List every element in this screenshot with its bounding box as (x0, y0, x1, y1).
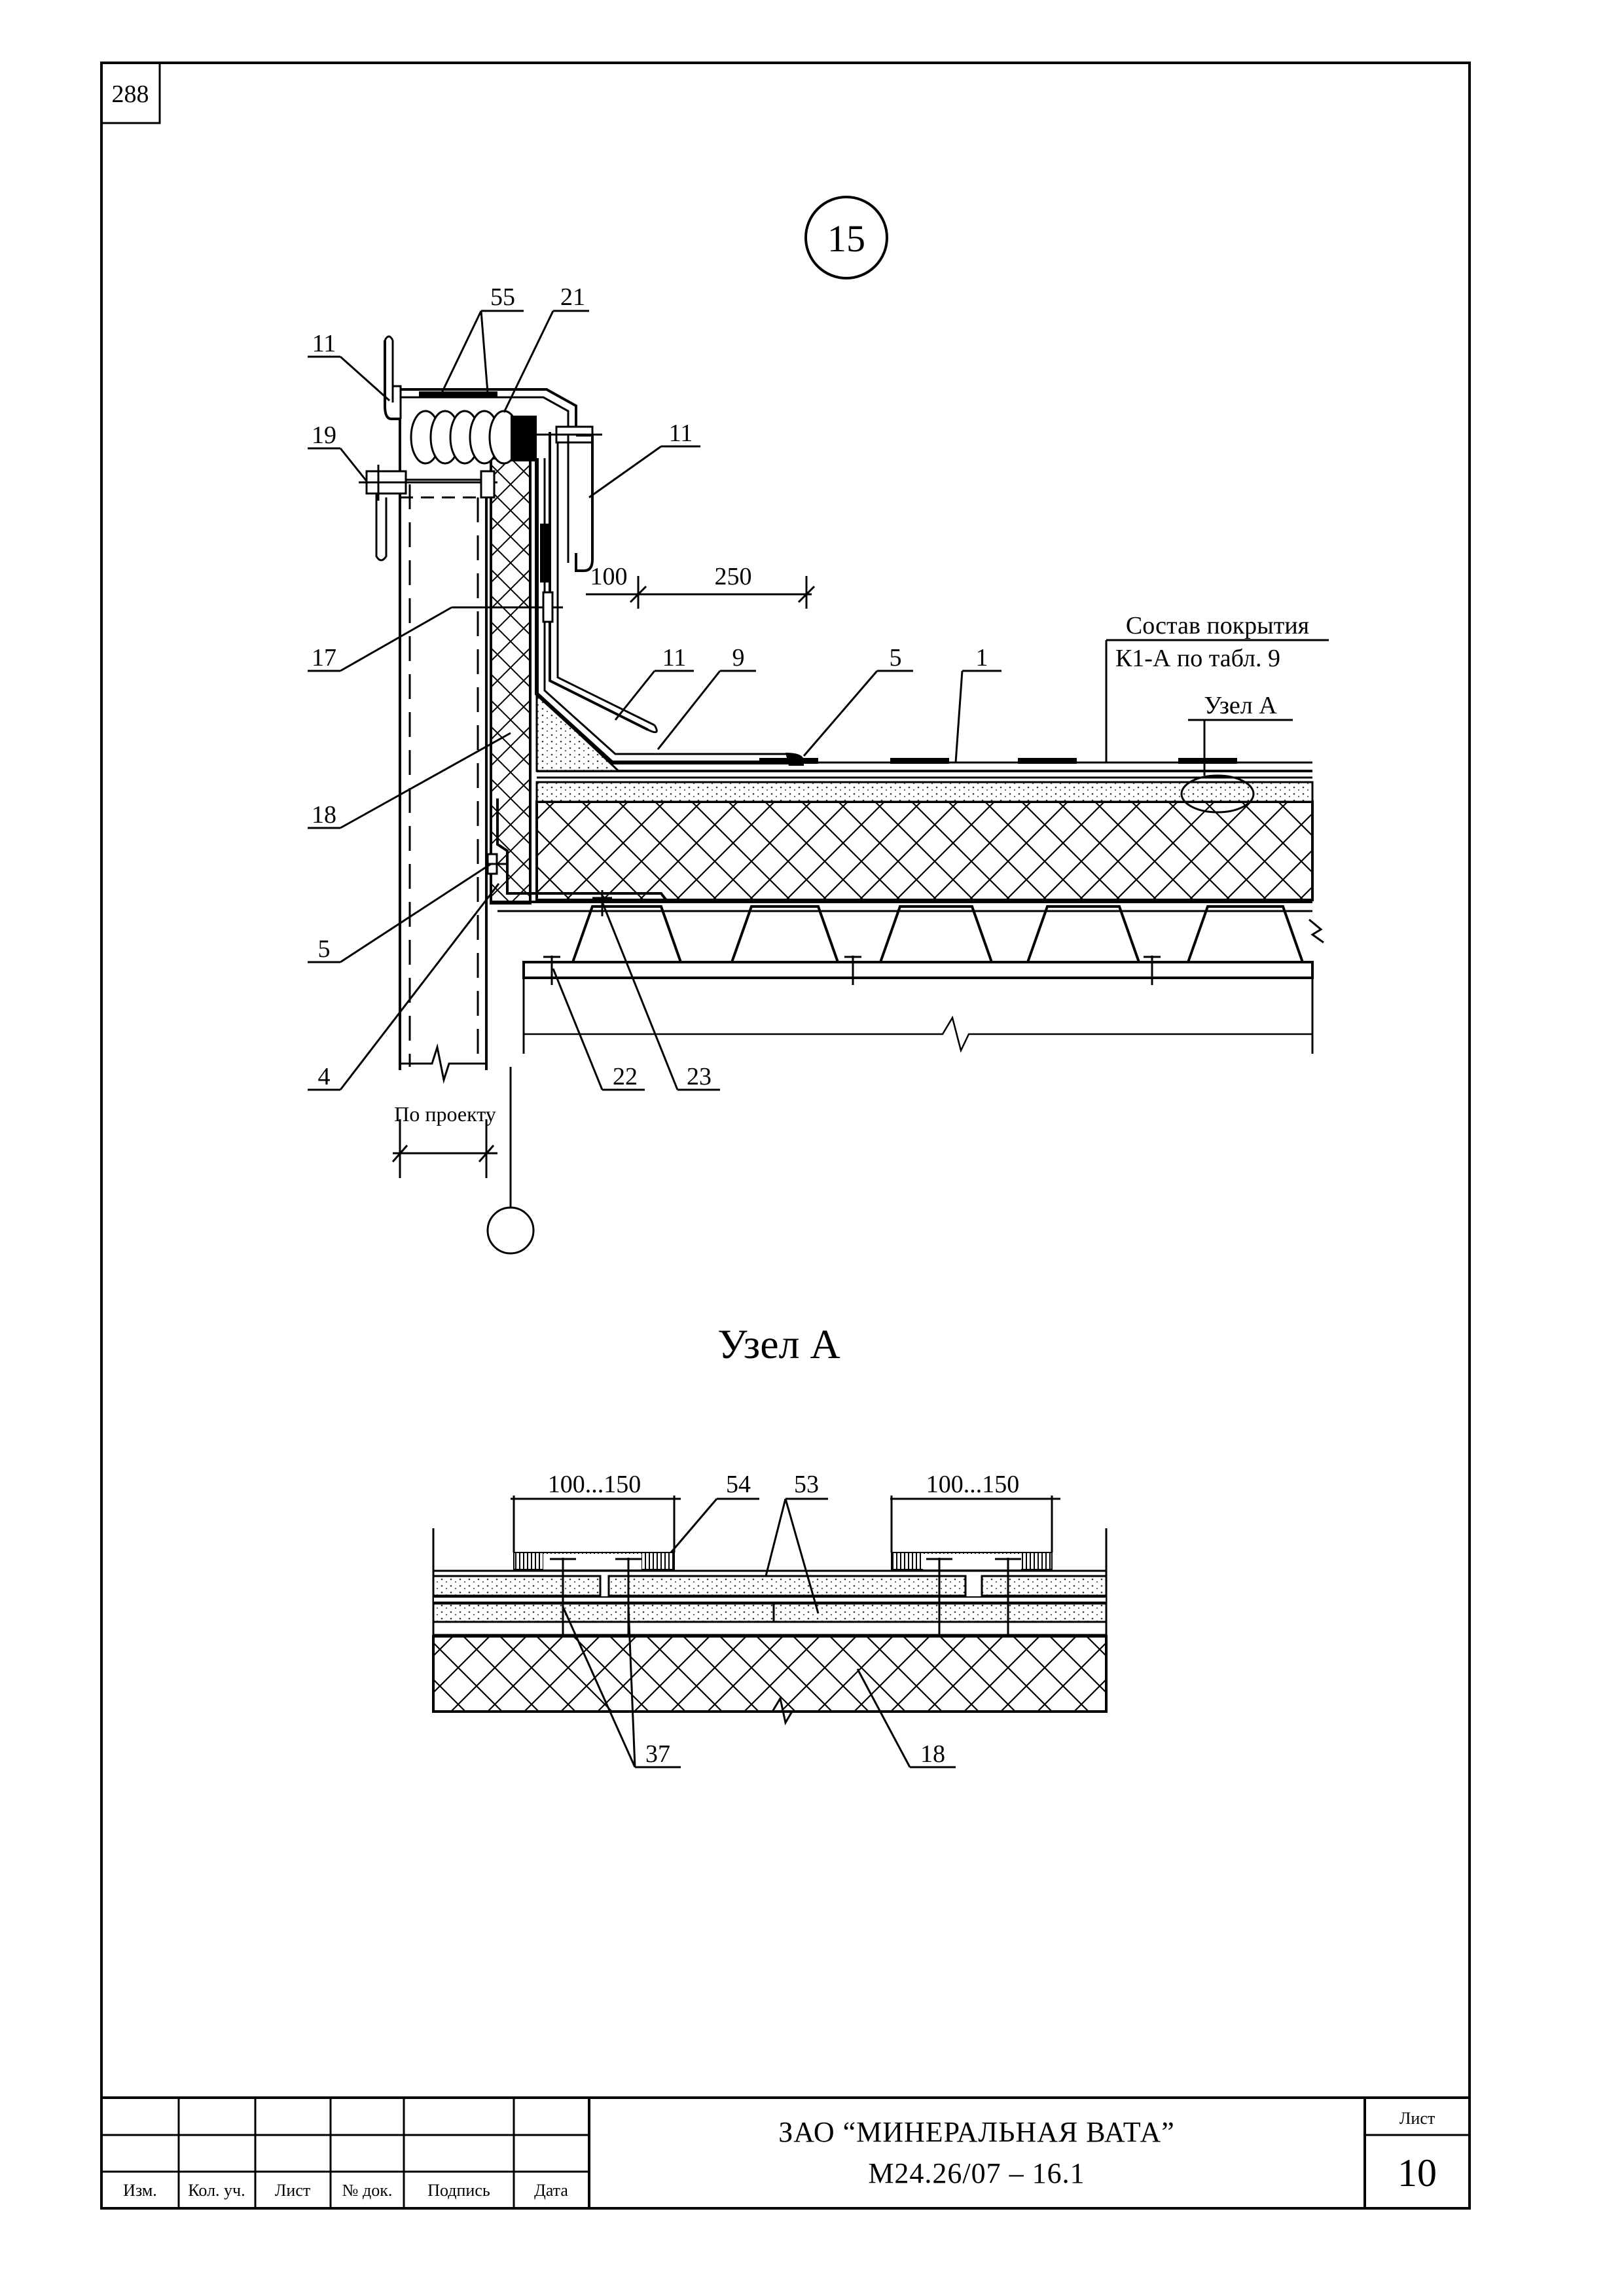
callout-18: 18 (312, 801, 336, 829)
dim-250: 250 (715, 563, 752, 590)
support-beam (522, 961, 1314, 979)
callout-1: 1 (976, 644, 988, 672)
node-callout-54: 54 (726, 1471, 751, 1498)
sheet-frame: 288 (100, 62, 1471, 2210)
parapet-wall (399, 419, 488, 1084)
node-insulation (432, 1635, 1108, 1713)
callout-11-right: 11 (669, 420, 693, 447)
node-dim-right: 100...150 (926, 1471, 1020, 1498)
col-signature: Подпись (427, 2181, 490, 2200)
detail-marker: 15 (804, 196, 888, 279)
design-note: По проекту (394, 1102, 496, 1126)
callout-19: 19 (312, 422, 336, 449)
node-a-marker (1180, 774, 1255, 814)
dim-100: 100 (590, 563, 628, 590)
document-code: М24.26/07 – 16.1 (868, 2157, 1085, 2189)
callout-55: 55 (490, 283, 515, 311)
node-a-ref: Узел А (1204, 692, 1277, 719)
col-list: Лист (275, 2181, 310, 2200)
callouts (308, 310, 1329, 1091)
callout-11-top: 11 (312, 330, 336, 357)
roof-parapet-section: По проекту 100 250 (308, 283, 1329, 1255)
col-date: Дата (534, 2181, 568, 2200)
vapor-barrier (496, 798, 669, 903)
dimension-overlap: 100 250 (586, 563, 816, 609)
col-kol-uch: Кол. уч. (188, 2181, 245, 2200)
roll-strip (410, 410, 537, 465)
node-callout-53: 53 (794, 1471, 819, 1498)
roof-base (491, 901, 1324, 1054)
node-a-detail: 100...150 100...150 54 53 37 18 (432, 1471, 1108, 1768)
callout-21: 21 (560, 283, 585, 311)
callout-labels: 11 55 21 19 11 17 11 9 5 1 Состав покрыт… (312, 283, 1309, 1090)
col-doc: № док. (342, 2181, 393, 2200)
node-dim-left: 100...150 (548, 1471, 641, 1498)
main-insulation (535, 800, 1314, 901)
profiled-deck (524, 905, 1312, 963)
node-callout-18: 18 (920, 1740, 945, 1768)
callout-9: 9 (732, 644, 745, 672)
callout-5-bottom: 5 (318, 935, 331, 963)
axis-marker (486, 1206, 535, 1255)
company-name: ЗАО “МИНЕРАЛЬНАЯ ВАТА” (778, 2116, 1175, 2148)
callout-17: 17 (312, 644, 336, 672)
callout-22: 22 (613, 1063, 638, 1090)
col-izm: Изм. (123, 2181, 157, 2200)
callout-4: 4 (318, 1063, 331, 1090)
parapet-membrane (535, 458, 795, 764)
node-callout-37: 37 (645, 1740, 670, 1768)
callout-23: 23 (687, 1063, 712, 1090)
page-number: 288 (112, 81, 149, 108)
callout-5-top: 5 (890, 644, 902, 672)
parapet-cap (359, 335, 602, 583)
title-block: Изм. Кол. уч. Лист № док. Подпись Дата З… (100, 2096, 1471, 2210)
steel-apron (549, 432, 649, 731)
coating-line1: Состав покрытия (1126, 612, 1309, 639)
upper-insulation (535, 781, 1314, 803)
callout-11-mid: 11 (662, 644, 687, 672)
detail-number: 15 (827, 217, 865, 260)
node-title: Узел А (717, 1321, 840, 1367)
coating-line2: К1-А по табл. 9 (1115, 645, 1280, 672)
dimension-design: По проекту (391, 1102, 497, 1178)
sheet-label: Лист (1399, 2109, 1435, 2128)
sheet-number: 10 (1398, 2151, 1437, 2195)
